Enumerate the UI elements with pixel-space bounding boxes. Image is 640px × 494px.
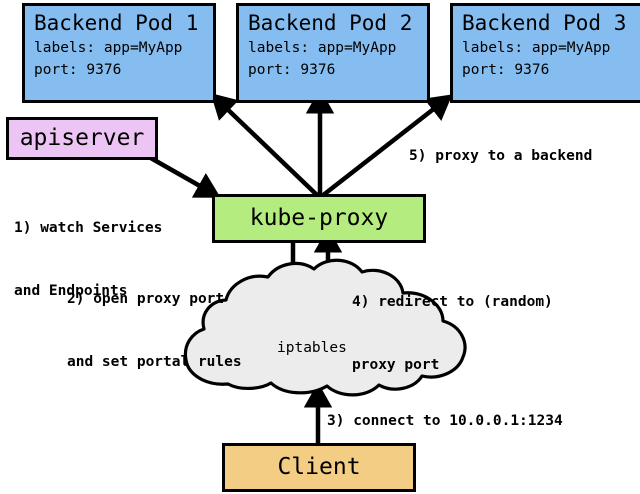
backend-pod-3-labels: labels: app=MyApp: [462, 40, 611, 56]
apiserver-node[interactable]: apiserver: [6, 117, 158, 160]
backend-pod-1-port: port: 9376: [34, 62, 122, 78]
arrow-kubeproxy-to-pod-3: [320, 94, 453, 198]
kube-proxy-node[interactable]: kube-proxy: [212, 194, 426, 243]
annotation-step-4-line-2: proxy port: [352, 357, 440, 373]
client-node[interactable]: Client: [222, 443, 416, 492]
annotation-step-3: 3) connect to 10.0.0.1:1234: [327, 413, 563, 429]
arrow-apiserver-to-kubeproxy: [147, 155, 221, 198]
annotation-step-5: 5) proxy to a backend: [409, 148, 593, 164]
backend-pod-3-port: port: 9376: [462, 62, 550, 78]
backend-pod-2-port: port: 9376: [248, 62, 336, 78]
annotation-step-4: 4) redirect to (random) proxy port: [352, 250, 553, 418]
apiserver-label: apiserver: [19, 125, 145, 151]
iptables-cloud-shape: [183, 258, 467, 397]
annotation-step-2: 2) open proxy port and set portal rules: [67, 247, 242, 415]
kube-proxy-label: kube-proxy: [249, 205, 389, 231]
annotation-step-4-line-1: 4) redirect to (random): [352, 294, 553, 310]
backend-pod-1-title: Backend Pod 1: [34, 11, 199, 35]
backend-pod-2[interactable]: Backend Pod 2 labels: app=MyApp port: 93…: [236, 3, 430, 103]
annotation-step-1-line-2: and Endpoints: [14, 283, 128, 299]
backend-pod-1[interactable]: Backend Pod 1 labels: app=MyApp port: 93…: [22, 3, 216, 103]
backend-pod-3-title: Backend Pod 3: [462, 11, 627, 35]
backend-pod-1-labels: labels: app=MyApp: [34, 40, 183, 56]
backend-pod-2-title: Backend Pod 2: [248, 11, 413, 35]
annotation-step-2-line-1: 2) open proxy port: [67, 291, 225, 307]
annotation-step-1-line-1: 1) watch Services: [14, 220, 163, 236]
backend-pod-2-labels: labels: app=MyApp: [248, 40, 397, 56]
annotation-step-1: 1) watch Services and Endpoints: [14, 176, 162, 344]
client-label: Client: [277, 454, 361, 480]
arrow-kubeproxy-to-pod-1: [210, 93, 320, 198]
backend-pod-3[interactable]: Backend Pod 3 labels: app=MyApp port: 93…: [450, 3, 640, 103]
iptables-label: iptables: [277, 340, 347, 356]
annotation-step-2-line-2: and set portal rules: [67, 354, 242, 370]
